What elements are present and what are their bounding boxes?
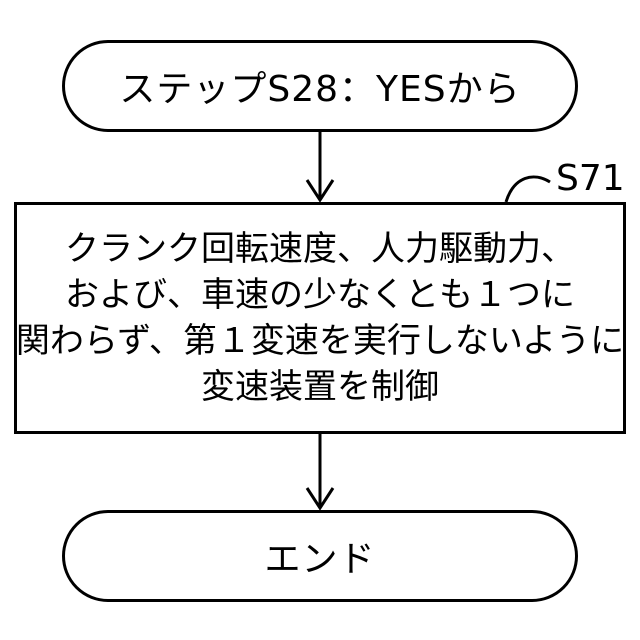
process-line: 関わらず、第１変速を実行しないように bbox=[16, 318, 624, 364]
step-label-leader bbox=[506, 177, 550, 202]
process-box-s71: クランク回転速度、人力駆動力、 および、車速の少なくとも１つに 関わらず、第１変… bbox=[14, 202, 626, 434]
process-line: および、車速の少なくとも１つに bbox=[65, 272, 575, 318]
start-terminal: ステップS28：YESから bbox=[62, 40, 578, 132]
process-line: 変速装置を制御 bbox=[201, 364, 439, 410]
start-label: ステップS28：YESから bbox=[119, 60, 520, 112]
end-terminal: エンド bbox=[62, 510, 578, 602]
process-line: クランク回転速度、人力駆動力、 bbox=[65, 226, 575, 272]
step-label-s71: S71 bbox=[556, 158, 625, 199]
end-label: エンド bbox=[264, 530, 375, 582]
